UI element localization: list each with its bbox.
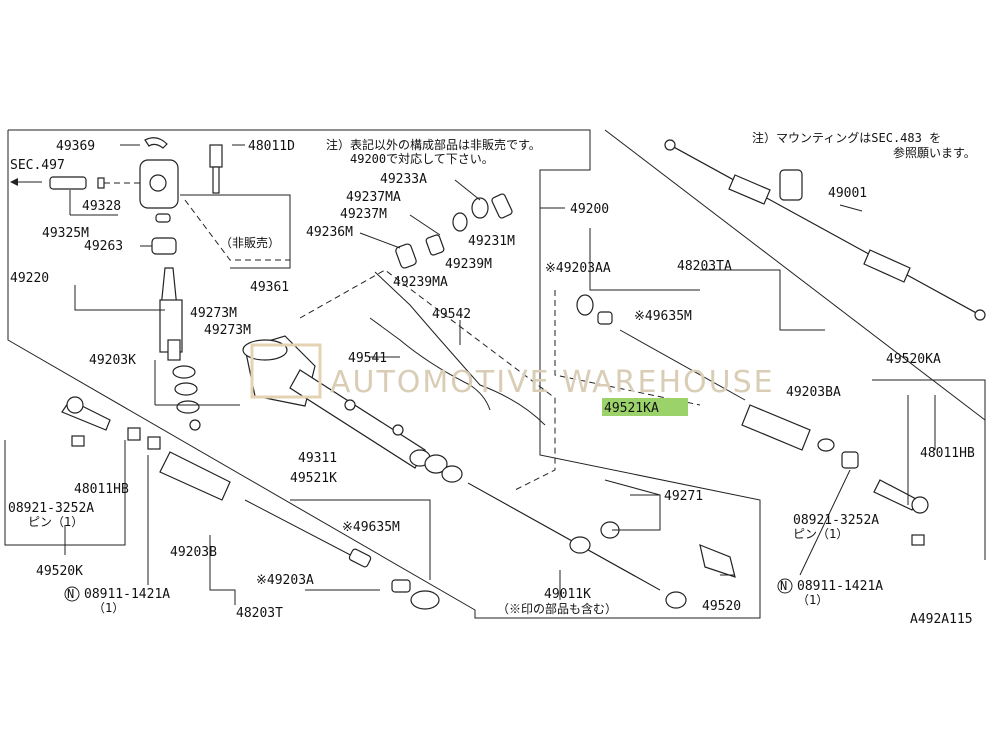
label-49237MA: 49237MA <box>346 190 401 205</box>
label-49236M: 49236M <box>306 225 353 240</box>
label-08921-left: 08921-3252A <box>8 501 94 516</box>
label-49520: 49520 <box>702 599 741 614</box>
rack-assembly-49001 <box>664 139 986 321</box>
right-inner-tie-rod <box>576 294 859 469</box>
label-49271: 49271 <box>664 489 703 504</box>
label-49233A: 49233A <box>380 172 427 187</box>
note-not-sold: （非販売） <box>220 235 280 250</box>
label-49203K: 49203K <box>89 353 136 368</box>
watermark: AUTOMOTIVE WAREHOUSE <box>330 365 775 400</box>
label-49521KA: 49521KA <box>604 401 659 416</box>
circle-n-left: N <box>67 587 74 601</box>
label-48011HB-left: 48011HB <box>74 482 129 497</box>
watermark-logo-box <box>250 343 322 399</box>
label-49203BA: 49203BA <box>786 385 841 400</box>
figure-code: A492A115 <box>910 612 973 627</box>
label-49635M-right: ※49635M <box>634 309 692 324</box>
label-49001: 49001 <box>828 186 867 201</box>
label-49239MA: 49239MA <box>393 275 448 290</box>
label-08911-left: 08911-1421A <box>84 587 170 602</box>
label-49369: 49369 <box>56 139 95 154</box>
label-49520K: 49520K <box>36 564 83 579</box>
label-49239M: 49239M <box>445 257 492 272</box>
note-pin-left: ピン（1） <box>28 515 83 529</box>
circle-n-right: N <box>780 579 787 593</box>
label-49273M-b: 49273M <box>204 323 251 338</box>
label-sec497: SEC.497 <box>10 158 65 173</box>
label-08921-right: 08921-3252A <box>793 513 879 528</box>
label-49325M: 49325M <box>42 226 89 241</box>
label-49220: 49220 <box>10 271 49 286</box>
note-top-right-2: 参照願います。 <box>893 145 976 160</box>
label-08911-right: 08911-1421A <box>797 579 883 594</box>
label-49203AA: ※49203AA <box>545 261 611 276</box>
label-49263: 49263 <box>84 239 123 254</box>
note-qty-left: （1） <box>93 601 124 615</box>
label-49311: 49311 <box>298 451 337 466</box>
label-48203T: 48203T <box>236 606 283 621</box>
arrow-left-icon <box>10 178 18 186</box>
note-top-center-1: 注）表記以外の構成部品は非販売です。 <box>326 137 541 152</box>
right-tie-rod-end <box>873 479 929 546</box>
left-tie-rod <box>61 396 440 610</box>
label-49237M: 49237M <box>340 207 387 222</box>
label-49203B: 49203B <box>170 545 217 560</box>
label-49328: 49328 <box>82 199 121 214</box>
note-top-right-1: 注）マウンティングはSEC.483 を <box>752 130 941 145</box>
rack-housing <box>189 335 463 483</box>
label-49231M: 49231M <box>468 234 515 249</box>
label-49273M-a: 49273M <box>190 306 237 321</box>
note-includes-marked: （※印の部品も含む） <box>497 601 617 616</box>
label-48011D: 48011D <box>248 139 295 154</box>
fittings-group <box>395 193 513 269</box>
leader-lines <box>64 144 936 605</box>
label-49203A: ※49203A <box>256 573 314 588</box>
label-49520KA: 49520KA <box>886 352 941 367</box>
label-49200: 49200 <box>570 202 609 217</box>
label-48203TA: 48203TA <box>677 259 732 274</box>
feed-tube-49542 <box>374 271 546 426</box>
label-49011K: 49011K <box>544 587 591 602</box>
right-frame <box>604 129 986 421</box>
label-48011HB-right: 48011HB <box>920 446 975 461</box>
label-49521K: 49521K <box>290 471 337 486</box>
return-tube-49541 <box>369 317 491 411</box>
rack-49011K <box>467 482 736 609</box>
note-qty-right: （1） <box>797 593 828 607</box>
highlight-49521KA <box>602 398 688 416</box>
right-tie-frame <box>872 379 986 560</box>
note-pin-right: ピン（1） <box>793 527 848 541</box>
note-top-center-2: 49200で対応して下さい。 <box>350 152 494 166</box>
label-49541: 49541 <box>348 351 387 366</box>
label-49542: 49542 <box>432 307 471 322</box>
valve-housing <box>49 137 223 414</box>
label-49361: 49361 <box>250 280 289 295</box>
label-49635M-left: ※49635M <box>342 520 400 535</box>
